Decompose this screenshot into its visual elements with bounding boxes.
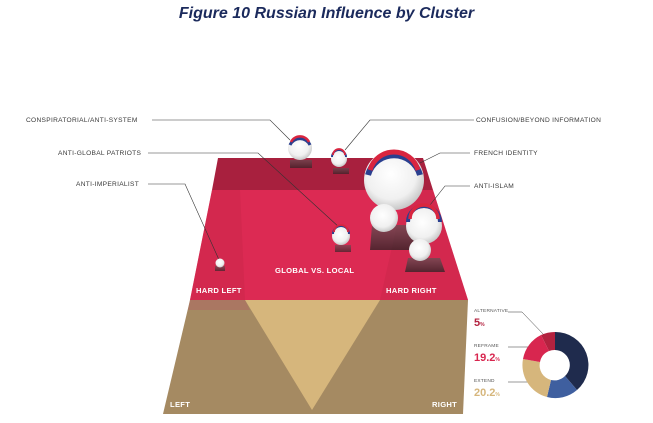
left-label: LEFT [170, 400, 190, 409]
anti-global-label: ANTI-GLOBAL PATRIOTS [58, 150, 141, 157]
hard-right-label: HARD RIGHT [386, 286, 437, 295]
bubble-anti-global [332, 224, 351, 252]
donut-segment-navy [555, 331, 589, 390]
leader-lines [148, 119, 474, 263]
donut-segment-blue [547, 376, 577, 399]
legend-alternative-label: ALTERNATIVE [474, 308, 508, 314]
bubble-conspiratorial [288, 135, 312, 168]
bubble-confusion [331, 148, 349, 174]
right-label: RIGHT [432, 400, 457, 409]
figure-title: Figure 10 Russian Influence by Cluster [178, 5, 475, 22]
conspiratorial-label: CONSPIRATORIAL/ANTI-SYSTEM [26, 117, 138, 124]
bubble-anti-imperialist [215, 258, 225, 271]
tan-plane-center [245, 300, 380, 410]
anti-imperialist-label: ANTI-IMPERIALIST [76, 181, 139, 188]
legend-alternative-value: 5% [474, 317, 485, 329]
donut-segment-reframe [523, 335, 549, 362]
legend-extend-label: EXTEND [474, 378, 495, 384]
red-plane-shade [190, 190, 245, 300]
anti-islam-label: ANTI-ISLAM [474, 183, 514, 190]
red-overlap-left [188, 300, 250, 310]
hard-left-label: HARD LEFT [196, 286, 242, 295]
confusion-label: CONFUSION/BEYOND INFORMATION [476, 117, 601, 124]
donut-segment-extend [522, 359, 551, 397]
donut-segment-alternative [541, 331, 555, 351]
bubble-anti-islam [405, 203, 445, 272]
donut-chart [522, 331, 589, 399]
legend-extend-value: 20.2% [474, 387, 500, 399]
global-local-label: GLOBAL VS. LOCAL [275, 266, 354, 275]
french-identity-label: FRENCH IDENTITY [474, 150, 538, 157]
legend-reframe-label: REFRAME [474, 343, 499, 349]
legend-reframe-value: 19.2% [474, 352, 500, 364]
